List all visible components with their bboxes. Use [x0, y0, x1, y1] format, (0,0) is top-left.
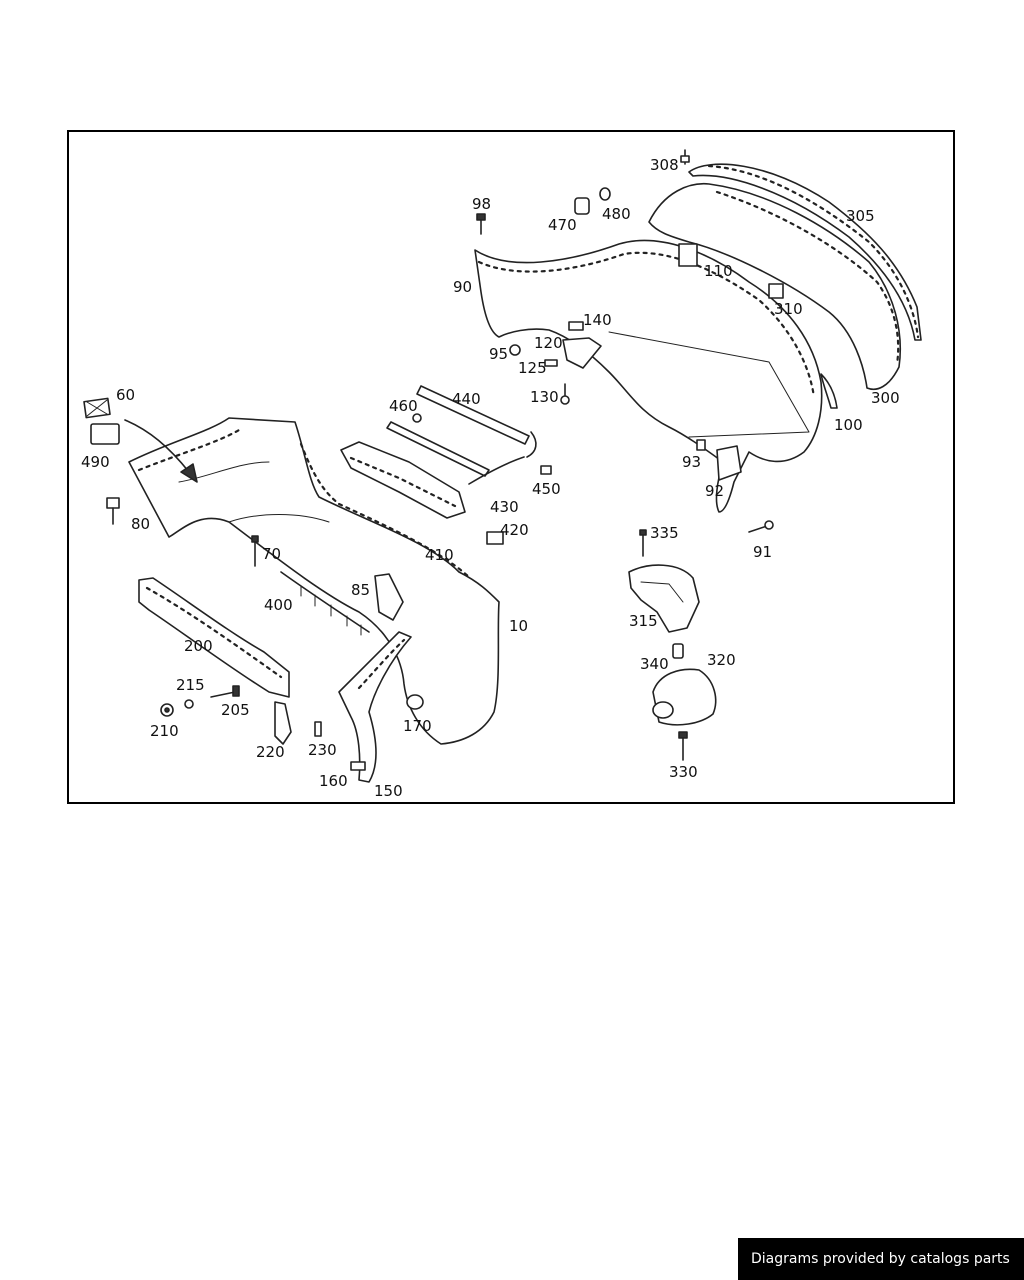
part-230-pin — [314, 721, 322, 737]
callout-140: 140 — [583, 311, 612, 329]
callout-410: 410 — [425, 546, 454, 564]
callout-230: 230 — [308, 741, 337, 759]
callout-450: 450 — [532, 480, 561, 498]
part-150-bracket — [338, 631, 412, 783]
callout-340: 340 — [640, 655, 669, 673]
part-210-grommet — [160, 703, 174, 717]
callout-150: 150 — [374, 782, 403, 800]
callout-480: 480 — [602, 205, 631, 223]
part-460-clip — [412, 413, 422, 423]
part-125-clip — [544, 359, 558, 367]
callout-330: 330 — [669, 763, 698, 781]
part-315-bracket — [628, 564, 700, 633]
part-80-clip — [106, 497, 120, 525]
callout-125: 125 — [518, 359, 547, 377]
part-170-plug — [406, 694, 424, 710]
callout-315: 315 — [629, 612, 658, 630]
part-85-support — [374, 573, 404, 621]
part-220-bracket — [274, 701, 292, 745]
callout-170: 170 — [403, 717, 432, 735]
part-10-rear-bumper — [128, 417, 500, 745]
part-98-screw — [476, 213, 486, 235]
callout-440: 440 — [452, 390, 481, 408]
callout-110: 110 — [704, 262, 733, 280]
part-330-bolt — [678, 731, 688, 761]
part-440-strip — [386, 385, 530, 477]
callout-300: 300 — [871, 389, 900, 407]
callout-305: 305 — [846, 207, 875, 225]
part-305-trim-strip — [688, 163, 922, 341]
callout-420: 420 — [500, 521, 529, 539]
callout-93: 93 — [682, 453, 702, 471]
part-60-cover — [83, 397, 111, 419]
callout-210: 210 — [150, 722, 179, 740]
callout-490: 490 — [81, 453, 110, 471]
callout-470: 470 — [548, 216, 577, 234]
callout-460: 460 — [389, 397, 418, 415]
part-205-bolt — [210, 685, 240, 698]
callout-10: 10 — [509, 617, 529, 635]
part-420-sensor — [486, 531, 504, 545]
callout-70: 70 — [262, 545, 282, 563]
part-93-clip — [696, 439, 706, 451]
callout-160: 160 — [319, 772, 348, 790]
callout-100: 100 — [834, 416, 863, 434]
callout-308: 308 — [650, 156, 679, 174]
part-400-harness — [280, 571, 370, 636]
part-160-spacer — [350, 761, 366, 771]
part-310-clip — [768, 283, 784, 299]
parts-diagram-frame: 10 60 70 80 85 90 91 92 93 95 98 100 110… — [67, 130, 955, 804]
callout-91: 91 — [753, 543, 773, 561]
callout-60: 60 — [116, 386, 136, 404]
callout-95: 95 — [489, 345, 509, 363]
part-91-rivet — [748, 520, 774, 533]
part-300-diffuser — [648, 182, 902, 391]
part-410-absorber — [340, 441, 466, 519]
part-140-clip — [568, 321, 584, 331]
part-100-reflector — [820, 373, 838, 409]
part-130-screw — [560, 383, 570, 405]
callout-98: 98 — [472, 195, 492, 213]
callout-92: 92 — [705, 482, 725, 500]
part-110-bracket — [678, 243, 698, 267]
callout-120: 120 — [534, 334, 563, 352]
callout-85: 85 — [351, 581, 371, 599]
callout-400: 400 — [264, 596, 293, 614]
part-480-nut — [599, 187, 611, 201]
part-120-bracket — [562, 337, 602, 369]
callout-335: 335 — [650, 524, 679, 542]
part-95-nut — [509, 344, 521, 356]
callout-205: 205 — [221, 701, 250, 719]
callout-200: 200 — [184, 637, 213, 655]
callout-130: 130 — [530, 388, 559, 406]
part-308-screw — [680, 149, 690, 165]
part-470-grommet — [574, 197, 590, 215]
part-340-plug — [672, 643, 684, 659]
credit-banner: Diagrams provided by catalogs parts — [738, 1238, 1024, 1280]
callout-310: 310 — [774, 300, 803, 318]
part-215-washer — [184, 699, 194, 709]
part-200-bracket — [138, 577, 290, 698]
exploded-parts-drawing — [83, 149, 922, 783]
callout-90: 90 — [453, 278, 473, 296]
callout-320: 320 — [707, 651, 736, 669]
callout-220: 220 — [256, 743, 285, 761]
part-450-clip — [540, 465, 552, 475]
callout-80: 80 — [131, 515, 151, 533]
part-490-flap — [90, 423, 120, 445]
assembly-arrow — [124, 419, 198, 483]
part-430-cable — [468, 431, 537, 485]
part-92-bracket — [716, 445, 742, 481]
part-335-bolt — [639, 529, 647, 557]
part-70-bolt — [251, 535, 259, 567]
part-320-housing — [652, 668, 717, 726]
callout-430: 430 — [490, 498, 519, 516]
callout-215: 215 — [176, 676, 205, 694]
